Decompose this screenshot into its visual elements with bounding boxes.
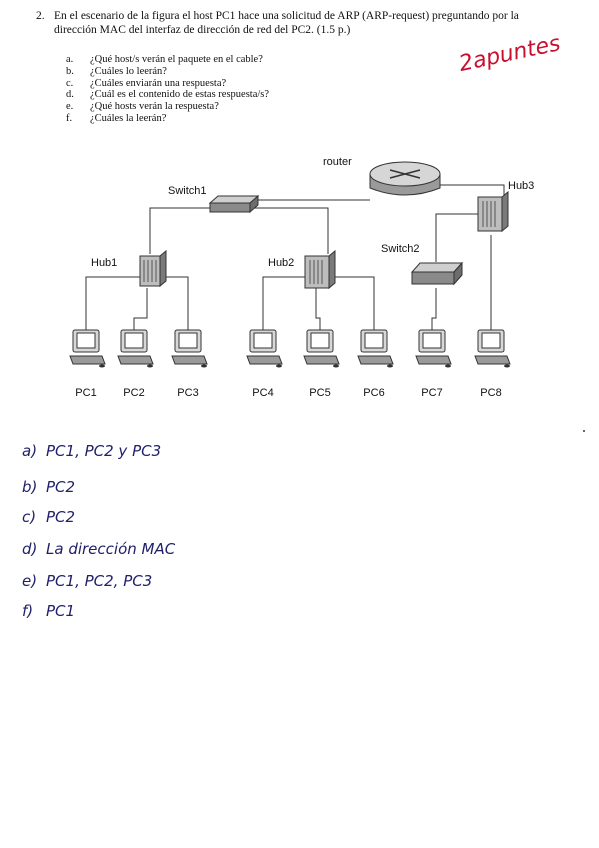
switch1-label: Switch1 xyxy=(168,185,207,197)
hub1-label: Hub1 xyxy=(91,257,117,269)
subquestion-a: a.¿Qué host/s verán el paquete en el cab… xyxy=(66,54,263,65)
pc-layer: PC1 PC2 PC3 PC4 PC5 PC6 PC7 PC8 xyxy=(69,329,511,399)
subquestion-d: d.¿Cuál es el contenido de estas respues… xyxy=(66,89,270,101)
question-text: En el escenario de la figura el host PC1… xyxy=(54,10,519,36)
answer-f: f)PC1 xyxy=(22,602,76,620)
router-label: router xyxy=(323,156,352,168)
pc-icon xyxy=(117,329,154,368)
subquestion-b: b.¿Cuáles lo leerán? xyxy=(66,65,167,77)
answer-e: e)PC1, PC2, PC3 xyxy=(22,572,153,590)
pc-label: PC4 xyxy=(252,387,273,399)
hub1-icon xyxy=(139,249,167,288)
pc-label: PC7 xyxy=(421,387,442,399)
subquestion-list: a.¿Qué host/s verán el paquete en el cab… xyxy=(66,54,269,125)
answer-a: a)PC1, PC2 y PC3 xyxy=(22,442,162,460)
hub2-label: Hub2 xyxy=(268,257,294,269)
hub3-label: Hub3 xyxy=(508,180,534,192)
switch2-label: Switch2 xyxy=(381,243,420,255)
hub2-icon xyxy=(304,249,336,290)
network-diagram: router Switch1 Switch2 Hub1 Hub2 Hub3 PC… xyxy=(69,156,534,399)
question-block: 2. En el escenario de la figura el host … xyxy=(36,10,556,37)
pc-label: PC3 xyxy=(177,387,198,399)
pc-icon xyxy=(171,329,208,368)
pc-icon xyxy=(357,329,394,368)
pc-icon xyxy=(415,329,452,368)
diagram-links xyxy=(85,184,505,335)
subquestion-f: f.¿Cuáles la leerán? xyxy=(66,112,167,124)
answer-c: c)PC2 xyxy=(22,508,76,526)
hub3-icon xyxy=(477,190,509,233)
pc-icon xyxy=(474,329,511,368)
pc-label: PC5 xyxy=(309,387,330,399)
subquestion-c: c.¿Cuáles enviarán una respuesta? xyxy=(66,77,227,89)
question-number: 2. xyxy=(36,10,45,22)
pc-label: PC8 xyxy=(480,387,501,399)
pc-label: PC2 xyxy=(123,387,144,399)
pc-label: PC1 xyxy=(75,387,96,399)
answer-d: d)La dirección MAC xyxy=(22,540,176,558)
pc-label: PC6 xyxy=(363,387,384,399)
answer-b: b)PC2 xyxy=(22,478,76,496)
pc-icon xyxy=(246,329,283,368)
stray-mark xyxy=(583,430,585,432)
pc-icon xyxy=(303,329,340,368)
subquestion-e: e.¿Qué hosts verán la respuesta? xyxy=(66,101,219,113)
switch2-icon xyxy=(410,261,464,286)
router-icon xyxy=(369,161,441,196)
pc-icon xyxy=(69,329,106,368)
switch1-icon xyxy=(208,194,260,214)
